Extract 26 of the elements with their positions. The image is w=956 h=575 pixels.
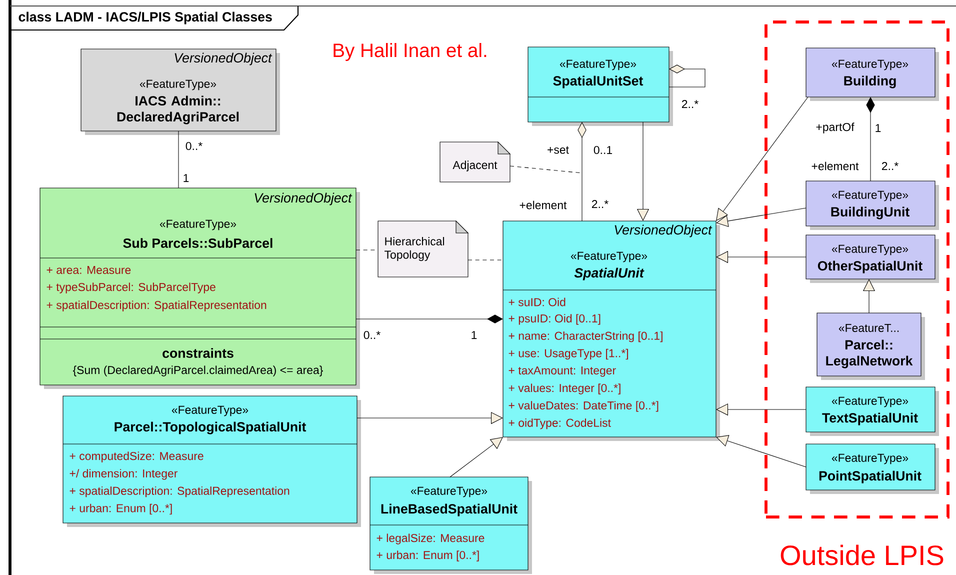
multiplicity-label: 0..* [186,142,202,150]
aggregation-line [356,314,503,324]
multiplicity-label: +set [548,146,569,154]
generalization-arrow [716,208,806,228]
region-label: Outside LPIS [780,544,944,566]
aggregation-line [578,122,586,222]
frame-title: class LADM - IACS/LPIS Spatial Classes [18,12,272,24]
multiplicity-label: +partOf [816,122,854,134]
note-link [510,166,582,174]
multiplicity-label: 1 [472,331,477,339]
association-line [178,130,179,188]
multiplicity-label: +element [520,200,567,210]
multiplicity-label: 1 [876,124,881,132]
multiplicity-label: +element [812,162,859,170]
note-text: Adjacent [452,160,498,172]
generalization-arrow [450,437,503,478]
multiplicity-label: 2..* [592,200,608,208]
generalization-arrow [716,96,808,221]
multiplicity-label: 0..1 [594,146,612,154]
note-text: Hierarchical Topology [384,237,444,262]
author-credit: By Halil Inan et al. [334,43,486,62]
aggregation-line [668,64,706,88]
multiplicity-label: 1 [184,174,189,182]
multiplicity-label: 2..* [882,162,898,170]
generalization-arrow [716,435,806,468]
aggregation-line [866,97,875,182]
